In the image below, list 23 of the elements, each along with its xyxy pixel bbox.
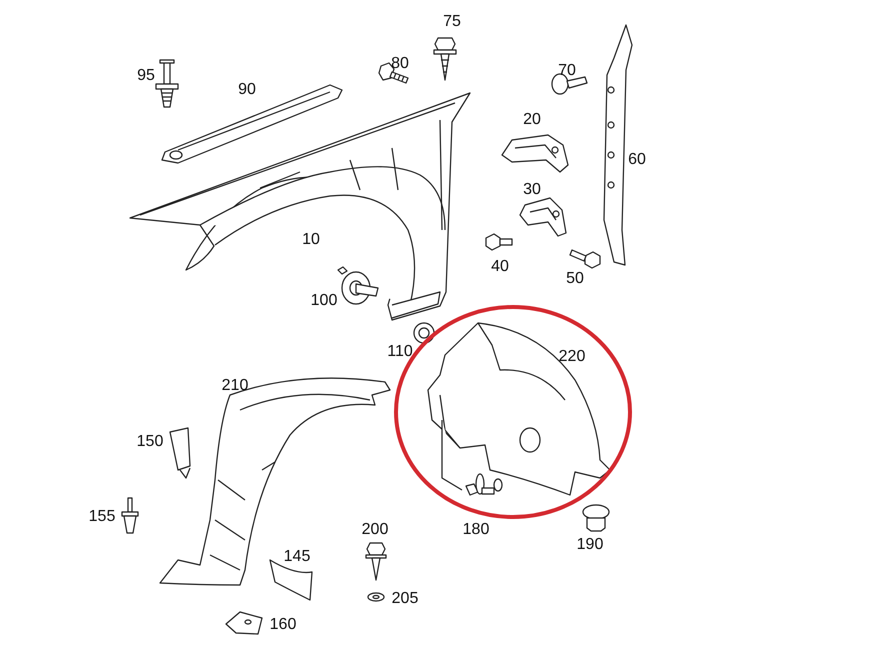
callout-number: 150	[136, 434, 164, 450]
callout-number: 80	[391, 56, 409, 72]
callout-number: 10	[302, 232, 320, 248]
callout-number: 90	[238, 82, 256, 98]
callout-number: 75	[443, 14, 461, 30]
callout-number: 200	[362, 522, 388, 538]
callout-number: 95	[137, 68, 155, 84]
callout-number: 50	[566, 271, 584, 287]
callout-number: 205	[392, 591, 418, 607]
callout-number: 100	[310, 293, 338, 309]
callout-number: 155	[88, 509, 116, 525]
callout-number: 20	[523, 112, 541, 128]
callout-number: 70	[558, 63, 576, 79]
callout-number: 30	[523, 182, 541, 198]
callout-number: 110	[387, 344, 413, 360]
callout-number: 60	[628, 152, 646, 168]
callout-number: 145	[284, 549, 310, 565]
callout-number: 40	[491, 259, 509, 275]
callout-number: 210	[222, 378, 248, 394]
callout-number: 180	[462, 522, 490, 538]
callout-number: 160	[270, 617, 296, 633]
callout-number: 220	[558, 349, 586, 365]
callout-number: 190	[576, 537, 604, 553]
